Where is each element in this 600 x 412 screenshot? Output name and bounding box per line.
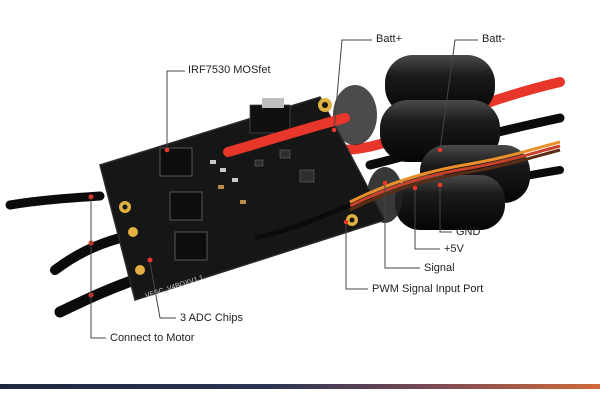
label-batt-minus: Batt- <box>482 33 506 45</box>
callout-dots <box>164 127 443 225</box>
label-plus5v: +5V <box>444 243 464 255</box>
battery-plus-wire <box>223 113 350 157</box>
label-adc-chips: 3 ADC Chips <box>180 312 243 324</box>
label-mosfet: IRF7530 MOSfet <box>188 64 271 76</box>
label-signal: Signal <box>424 262 455 274</box>
motor-wires <box>5 191 146 318</box>
label-gnd: GND <box>456 226 481 238</box>
signal-wires <box>254 140 561 241</box>
label-batt-plus: Batt+ <box>376 33 402 45</box>
capacitor-bank <box>333 55 530 230</box>
footer-gradient-bar <box>0 384 600 389</box>
label-pwm-port: PWM Signal Input Port <box>372 283 484 295</box>
callout-leaders <box>90 39 478 339</box>
label-connect-motor: Connect to Motor <box>110 332 195 344</box>
